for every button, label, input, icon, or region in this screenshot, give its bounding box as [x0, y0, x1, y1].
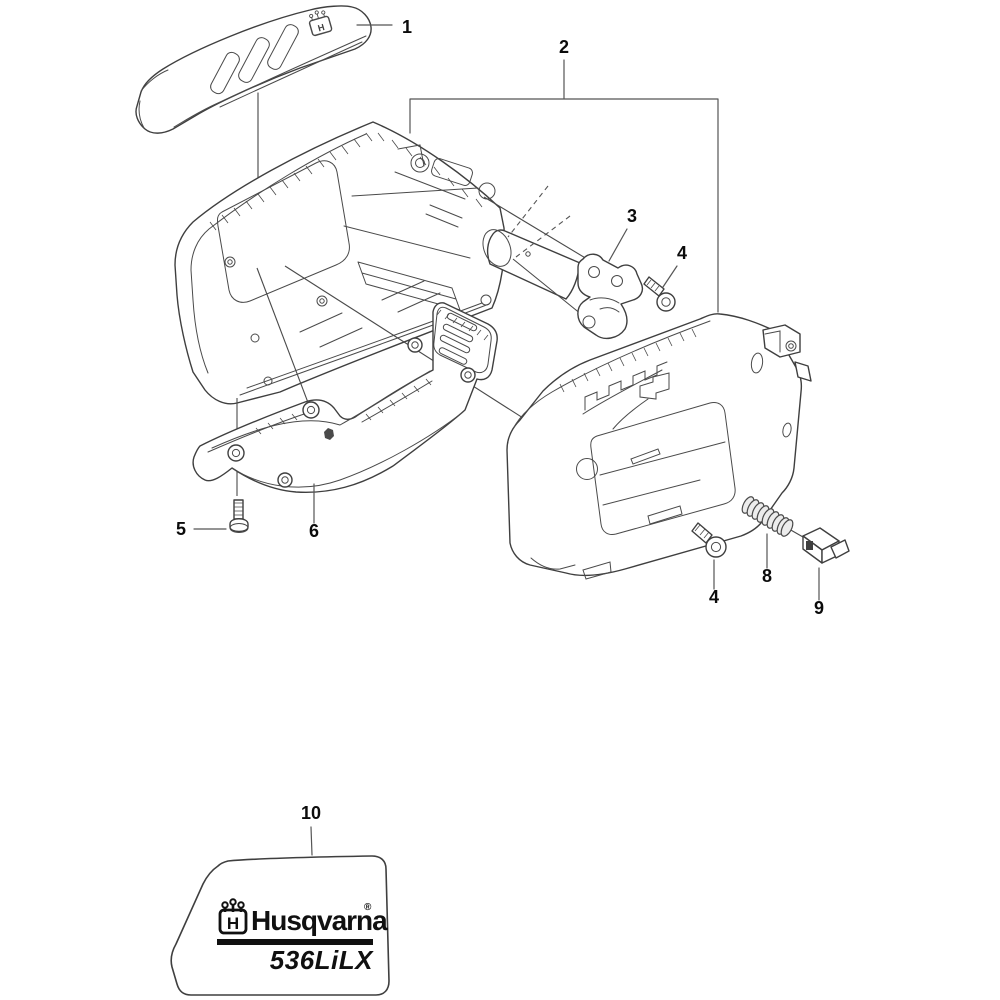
leader-10: [310, 826, 313, 856]
part-handle-tube: [482, 229, 581, 300]
cover-crown-logo: H: [308, 10, 333, 37]
callout-4a: 4: [677, 243, 687, 263]
part-bottom-plate: [192, 302, 498, 493]
leader-bracket-2: [409, 59, 719, 313]
decal-divider-bar: [217, 939, 373, 945]
leader-4a: [662, 265, 678, 288]
grip-pad: [433, 306, 492, 374]
cover-ribs: [210, 24, 299, 95]
tube-axis-dashed-upper: [507, 185, 549, 238]
housing-interior-detail: [224, 144, 496, 386]
registered-mark: ®: [364, 902, 372, 913]
part-contact-block: [802, 527, 850, 564]
part-top-cover: H: [135, 5, 372, 134]
part-screw-bottom: [229, 499, 249, 533]
plate-screw-bosses: [227, 337, 476, 488]
part-spring: [741, 496, 794, 537]
part-screw-lower: [691, 522, 727, 558]
block-contact-slot: [806, 541, 813, 550]
tube-axis-dashed-lower: [515, 215, 571, 258]
husqvarna-crown-logo: H: [218, 898, 248, 935]
battery-bay-opening: [590, 402, 736, 535]
callout-2: 2: [559, 37, 569, 57]
part-model-decal: H Husqvarna ® 536LiLX: [170, 855, 390, 996]
decal-brand-text: Husqvarna: [251, 905, 388, 936]
top-oval-hole: [750, 352, 764, 374]
screw-hole: [576, 458, 598, 480]
bay-clip: [639, 372, 670, 400]
callout-3: 3: [627, 206, 637, 226]
callout-labels: 1 2 3 4 4 5 6 8 9 10: [176, 17, 824, 823]
decal-monogram: H: [227, 914, 239, 933]
decal-model-text: 536LiLX: [270, 945, 374, 975]
plate-nut: [324, 428, 334, 440]
callout-6: 6: [309, 521, 319, 541]
part-clamp-bracket: [577, 253, 644, 340]
part-right-housing: [506, 313, 812, 580]
cover-monogram: H: [317, 22, 326, 33]
callout-9: 9: [814, 598, 824, 618]
callout-5: 5: [176, 519, 186, 539]
part-left-housing: [174, 121, 506, 405]
right-housing-rim-hatch: [559, 328, 697, 393]
leader-3: [608, 228, 628, 262]
callout-8: 8: [762, 566, 772, 586]
latch: [762, 324, 812, 382]
callout-leader-lines: [193, 24, 820, 856]
callout-1: 1: [402, 17, 412, 37]
assembly-line-upper: [483, 196, 598, 266]
callout-4b: 4: [709, 587, 719, 607]
part-screw-upper: [643, 276, 676, 312]
callout-10: 10: [301, 803, 321, 823]
